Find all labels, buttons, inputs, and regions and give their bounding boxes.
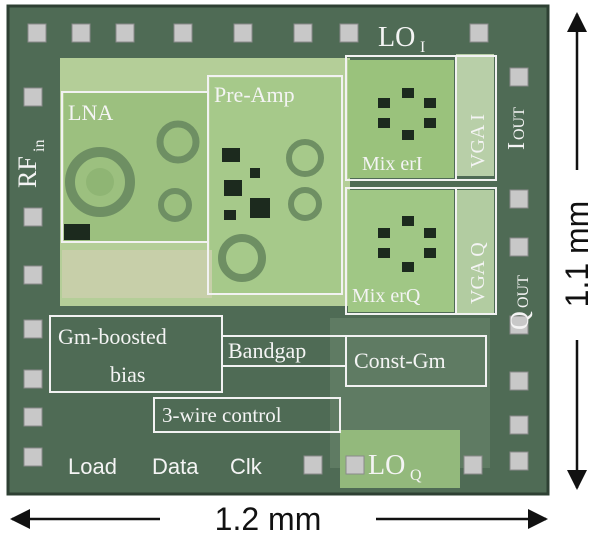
lo-i-label: LO I bbox=[378, 22, 425, 56]
inductor-preamp-top bbox=[286, 139, 324, 177]
q-out-main: Q bbox=[505, 311, 534, 330]
lna-label: LNA bbox=[68, 100, 113, 125]
lo-i-main: LO bbox=[378, 22, 415, 53]
bandgap-label: Bandgap bbox=[228, 338, 306, 363]
preamp-devices bbox=[222, 148, 270, 220]
inductor-lna-large bbox=[65, 147, 135, 217]
const-gm-label: Const-Gm bbox=[354, 348, 446, 373]
lo-q-label: LO Q bbox=[368, 450, 422, 484]
vga-i-area bbox=[456, 54, 494, 176]
lo-q-sub: Q bbox=[410, 467, 422, 484]
width-label: 1.2 mm bbox=[215, 501, 322, 537]
vga-i-label: VGA I bbox=[467, 114, 489, 168]
rf-in-main: RF bbox=[13, 156, 42, 188]
inductor-preamp-mid bbox=[288, 187, 322, 221]
die-border bbox=[6, 4, 550, 496]
mixer-q-label: Mix erQ bbox=[352, 285, 421, 307]
mixer-q-core bbox=[378, 216, 436, 272]
width-dimension: 1.2 mm bbox=[10, 501, 548, 537]
height-dimension: 1.1 mm bbox=[559, 12, 595, 490]
bond-pads-bottom bbox=[303, 455, 483, 475]
const-gm-box bbox=[345, 335, 487, 387]
load-label: Load bbox=[68, 454, 117, 479]
metal-strip bbox=[62, 250, 212, 298]
vga-q-label: VGA Q bbox=[467, 242, 489, 304]
vga-i-box bbox=[455, 55, 497, 181]
q-out-label: Q OUT bbox=[505, 275, 534, 330]
inductor-preamp-bottom bbox=[218, 234, 266, 282]
bond-pads-right bbox=[509, 67, 529, 471]
preamp-label: Pre-Amp bbox=[214, 82, 295, 107]
three-wire-label: 3-wire control bbox=[162, 403, 282, 427]
gm-boosted-box bbox=[49, 315, 223, 393]
inductor-lna-bottom bbox=[158, 188, 192, 222]
i-out-sub: OUT bbox=[511, 107, 528, 140]
preamp-box bbox=[207, 75, 343, 295]
mixer-i-area bbox=[348, 60, 454, 178]
q-out-sub: OUT bbox=[515, 275, 532, 308]
bandgap-connector bbox=[222, 335, 346, 367]
lna-device bbox=[64, 224, 90, 240]
clk-label: Clk bbox=[230, 454, 263, 479]
inductor-lna-top bbox=[156, 120, 200, 164]
rf-in-label: RF in bbox=[13, 140, 48, 188]
three-wire-box bbox=[153, 397, 341, 433]
gm-boosted-label: Gm-boosted bbox=[58, 324, 167, 349]
mixer-i-label: Mix erI bbox=[362, 153, 423, 175]
height-label: 1.1 mm bbox=[559, 201, 595, 308]
mixer-q-area bbox=[348, 190, 454, 312]
vga-q-area bbox=[456, 190, 494, 314]
gm-bias-label: bias bbox=[110, 362, 145, 387]
bond-pads-top bbox=[27, 23, 489, 43]
i-out-label: I OUT bbox=[504, 107, 530, 150]
rf-in-sub: in bbox=[31, 140, 48, 152]
data-label: Data bbox=[152, 454, 199, 479]
vga-q-box bbox=[455, 187, 497, 315]
mixer-i-core bbox=[378, 88, 436, 140]
lo-i-sub: I bbox=[420, 39, 425, 56]
i-out-main: I bbox=[504, 142, 530, 150]
lo-q-main: LO bbox=[368, 450, 405, 481]
bond-pads-left bbox=[23, 87, 43, 467]
